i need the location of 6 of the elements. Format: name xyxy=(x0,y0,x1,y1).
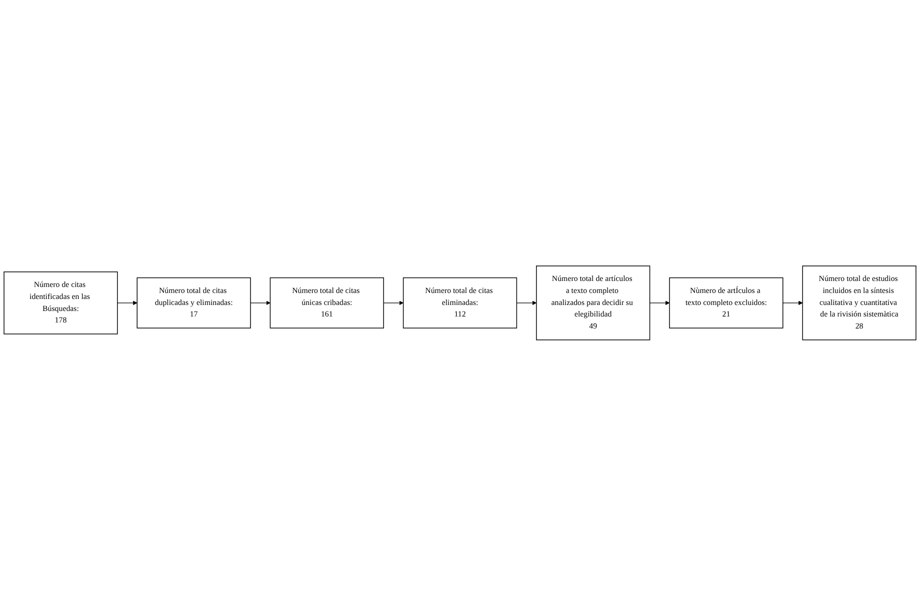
arrow xyxy=(383,300,404,305)
arrow xyxy=(250,300,270,305)
arrow xyxy=(649,300,670,305)
arrow xyxy=(516,300,537,305)
arrow xyxy=(782,300,803,305)
arrow xyxy=(117,300,138,305)
